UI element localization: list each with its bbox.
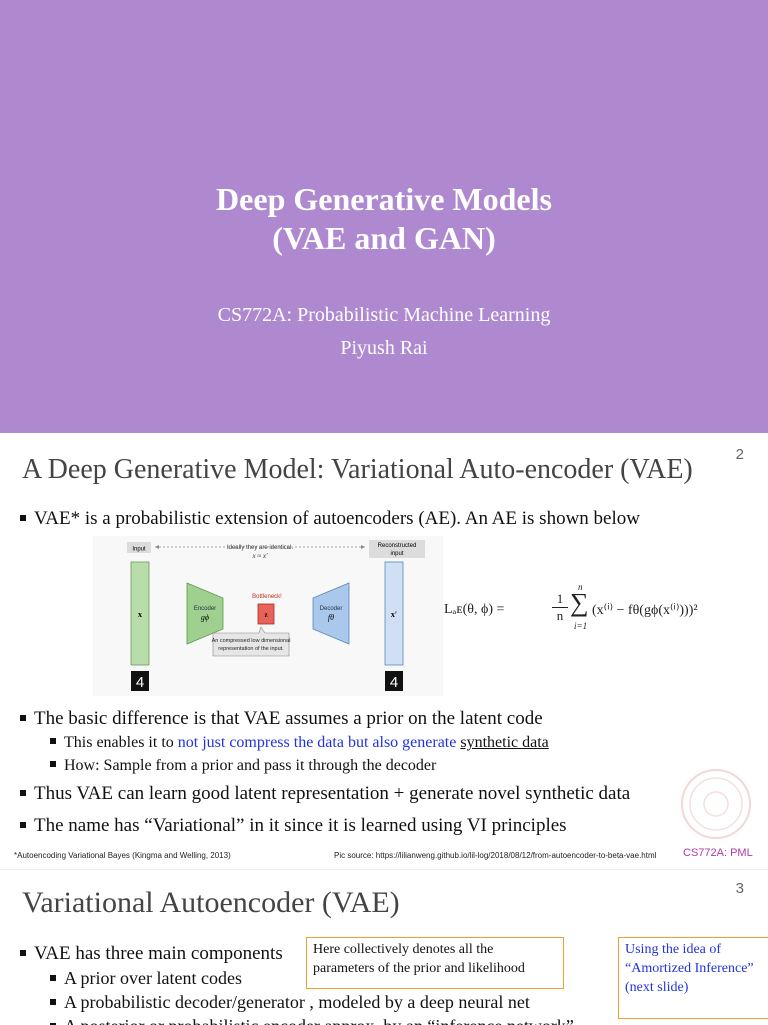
- ae-loss-formula: Lₐᴇ(θ, ϕ) = 1 n ∑ n i=1 (x⁽ⁱ⁾ − fθ(gϕ(x⁽…: [440, 582, 698, 636]
- output-bar: [384, 561, 404, 666]
- x-label: x: [138, 610, 142, 619]
- formula-fraction: 1 n: [552, 591, 568, 624]
- slide-heading: Variational Autoencoder (VAE): [22, 886, 400, 919]
- encoder-block: [186, 582, 224, 645]
- bullet-square-icon: [20, 949, 26, 956]
- encoder-label: Encoder: [194, 606, 216, 612]
- bullet-square-icon: [50, 998, 56, 1005]
- course-tag: CS772A: PML: [683, 847, 753, 859]
- reconstructed-tag: [369, 540, 425, 558]
- identical-label: Ideally they are identical.: [227, 545, 293, 551]
- formula-rhs: (x⁽ⁱ⁾ − fθ(gϕ(x⁽ⁱ⁾)))²: [592, 603, 698, 618]
- page-number: 3: [735, 880, 744, 897]
- reconstructed-label-2: input: [390, 551, 403, 557]
- amortized-callout: Using the idea of “Amortized Inference” …: [618, 937, 768, 1019]
- output-digit-image: [385, 671, 403, 691]
- sub-bullet-item: A probabilistic decoder/generator , mode…: [50, 991, 530, 1013]
- bullet-square-icon: [50, 761, 56, 768]
- page-number: 2: [735, 446, 744, 463]
- title-slide: Deep Generative Models (VAE and GAN) CS7…: [0, 0, 768, 433]
- formula-lhs: Lₐᴇ(θ, ϕ) =: [444, 602, 505, 617]
- bullet-square-icon: [20, 789, 26, 796]
- input-digit-image: [131, 671, 149, 691]
- autoencoder-diagram: Input Reconstructed input Ideally they a…: [93, 536, 443, 696]
- bullet-square-icon: [50, 738, 56, 745]
- params-callout: Here collectively denotes all the parame…: [306, 937, 564, 989]
- input-label: Input: [132, 547, 146, 553]
- input-digit: 4: [136, 674, 144, 691]
- decoder-block: [312, 582, 350, 645]
- note-line2: representation of the input.: [218, 646, 284, 652]
- footnote-reference: *Autoencoding Variational Bayes (Kingma …: [14, 851, 231, 860]
- bullet-item: Thus VAE can learn good latent represent…: [20, 782, 630, 806]
- sub-bullet-item: A prior over latent codes: [50, 967, 242, 989]
- sub-bullet-item: This enables it to not just compress the…: [50, 733, 549, 753]
- sum-lower: i=1: [574, 621, 588, 631]
- note-box: [212, 626, 290, 657]
- bullet-item: VAE* is a probabilistic extension of aut…: [20, 507, 640, 531]
- input-tag: [127, 542, 151, 553]
- bullet-square-icon: [50, 974, 56, 981]
- sum-symbol: ∑: [570, 588, 589, 617]
- output-digit: 4: [390, 674, 398, 691]
- decoder-label: Decoder: [320, 606, 343, 612]
- bullet-item: VAE has three main components: [20, 942, 283, 966]
- slide-3: Variational Autoencoder (VAE) 3 VAE has …: [0, 869, 768, 1025]
- slide-title-line2: (VAE and GAN): [272, 220, 496, 256]
- slide-title-line1: Deep Generative Models: [216, 181, 552, 217]
- slide-heading: A Deep Generative Model: Variational Aut…: [22, 454, 693, 485]
- institute-seal-icon: [681, 769, 751, 839]
- approx-label: x ≈ x′: [251, 552, 268, 560]
- bottleneck-block: [257, 603, 275, 625]
- x-prime-label: x′: [391, 610, 397, 619]
- bullet-square-icon: [20, 514, 26, 521]
- course-name: CS772A: Probabilistic Machine Learning: [217, 304, 551, 326]
- reconstructed-label-1: Reconstructed: [378, 543, 417, 549]
- encoder-fn: gϕ: [201, 613, 209, 622]
- bullet-item: The name has “Variational” in it since i…: [20, 814, 567, 838]
- bullet-square-icon: [20, 714, 26, 721]
- sum-upper: n: [578, 582, 583, 592]
- bullet-item: The basic difference is that VAE assumes…: [20, 707, 543, 731]
- bottleneck-label: Bottleneck!: [252, 594, 282, 600]
- bullet-square-icon: [20, 821, 26, 828]
- pic-source-link[interactable]: Pic source: https://lilianweng.github.io…: [334, 851, 657, 860]
- slide-2: A Deep Generative Model: Variational Aut…: [0, 433, 768, 869]
- decoder-fn: fθ: [328, 613, 334, 622]
- sub-bullet-item: How: Sample from a prior and pass it thr…: [50, 756, 436, 776]
- note-line1: An compressed low dimensional: [212, 638, 291, 644]
- author-name: Piyush Rai: [340, 337, 428, 359]
- z-label: z: [264, 611, 267, 619]
- input-bar: [130, 561, 150, 666]
